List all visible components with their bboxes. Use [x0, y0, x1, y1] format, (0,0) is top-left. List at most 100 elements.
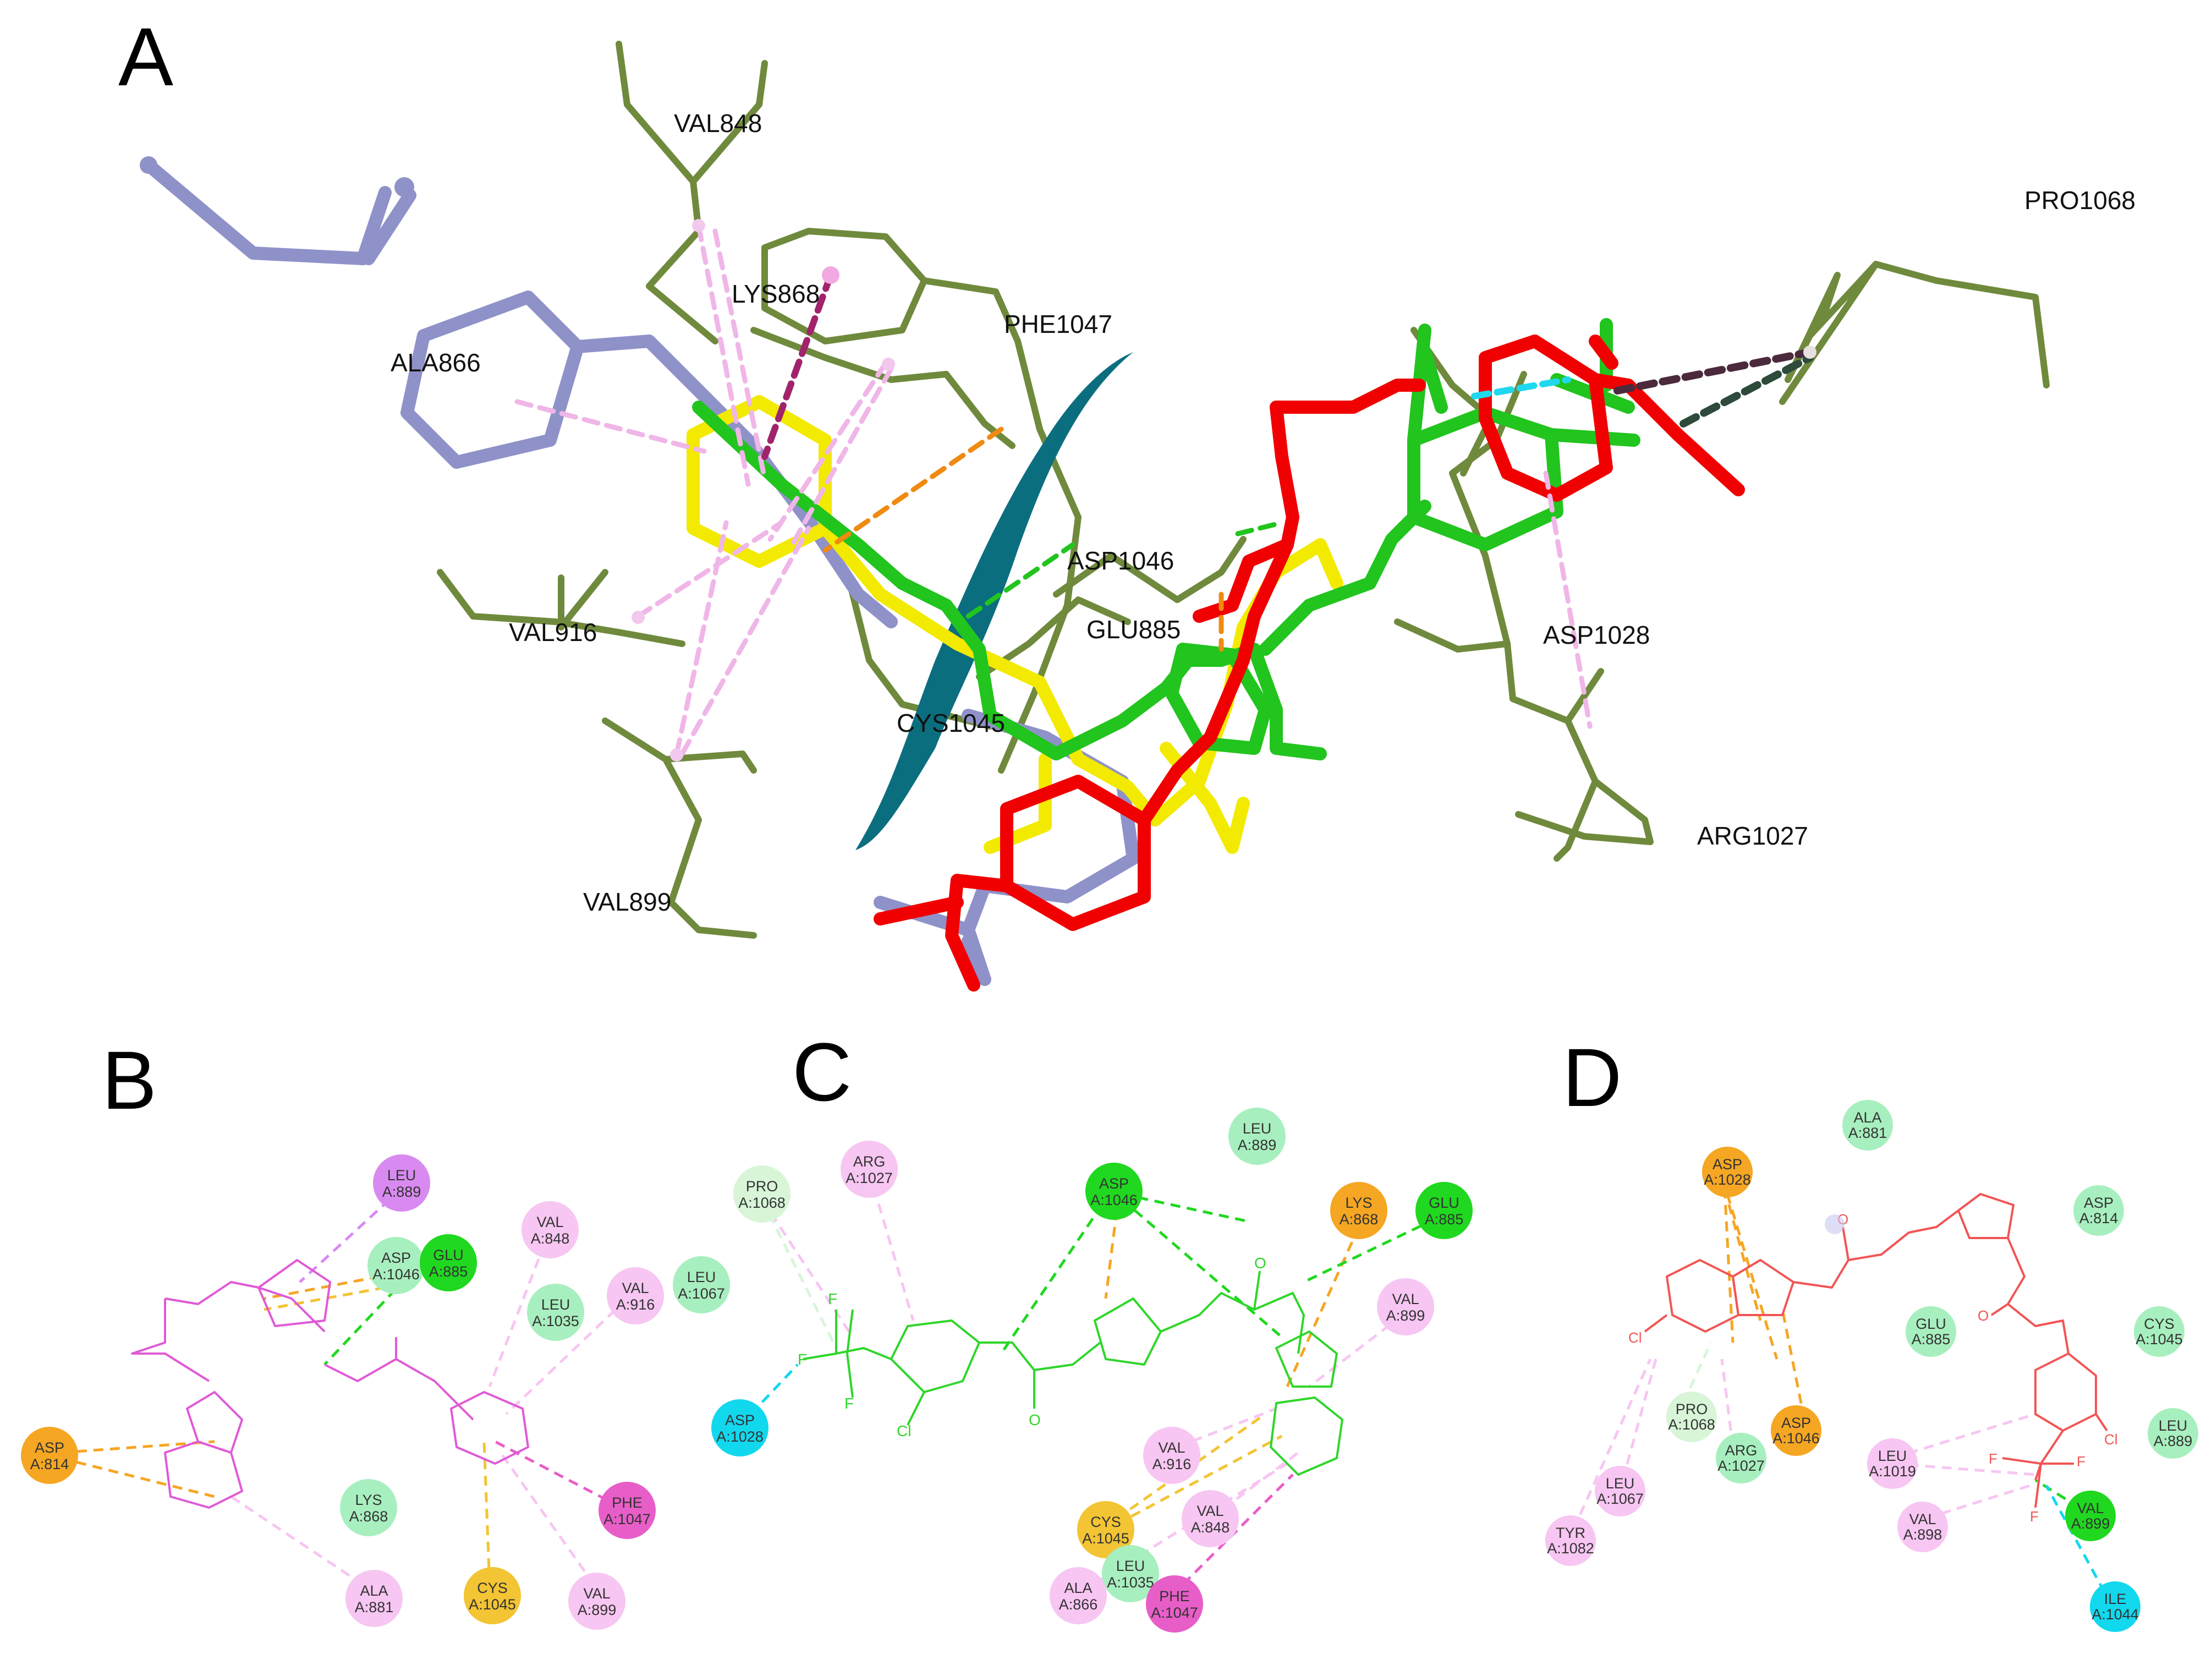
svg-text:LEU: LEU: [687, 1269, 716, 1285]
svg-text:ASP: ASP: [1781, 1415, 1811, 1431]
ligand-c-linker: [1160, 1270, 1261, 1333]
red-tail-2: [874, 896, 964, 925]
dash-cyan: [1471, 376, 1571, 399]
red-arm-1: [1589, 335, 1618, 370]
ligand-yellow: [687, 395, 1343, 854]
ligand-b-amide: [131, 1299, 210, 1382]
interaction-dashes-d: [1572, 1188, 2114, 1608]
ligand-d-phenyl: [2034, 1352, 2097, 1432]
svg-text:A:866: A:866: [1059, 1596, 1098, 1613]
green-upper: [1259, 500, 1431, 656]
atom-o: O: [1254, 1255, 1266, 1272]
svg-text:LEU: LEU: [2159, 1417, 2188, 1434]
atom-labels-c: F F F Cl O O: [798, 1255, 1266, 1439]
ligand-d-urea: [2007, 1237, 2070, 1354]
svg-text:LEU: LEU: [1606, 1475, 1635, 1492]
dash-b-val916: [505, 1297, 628, 1415]
dash-pink-2: [696, 223, 751, 487]
svg-text:LEU: LEU: [541, 1296, 570, 1313]
svg-text:VAL: VAL: [622, 1280, 649, 1296]
dash-d-leu1019: [1892, 1412, 2036, 1460]
centroid-2: [692, 219, 705, 232]
atom-d-cl-1: Cl: [1628, 1329, 1642, 1346]
dash-c-asp1046-c: [1121, 1198, 1283, 1338]
ligand-b-triazole: [257, 1259, 331, 1327]
svg-text:ALA: ALA: [1853, 1109, 1881, 1126]
ligand-green: [692, 318, 1640, 760]
red-ring-2: [1479, 335, 1613, 502]
ligand-d-cl-bond: [1644, 1314, 1668, 1333]
centroid-5: [670, 748, 683, 762]
atom-cl: Cl: [897, 1422, 911, 1439]
red-ring-1: [1000, 775, 1151, 931]
panel-d: D: [1545, 1031, 2198, 1632]
dash-c-asp1046-d: [1104, 1210, 1118, 1299]
svg-text:ASP: ASP: [1099, 1175, 1129, 1192]
label-asp1028: ASP1028: [1543, 621, 1650, 649]
ligand-b: [131, 1259, 529, 1509]
svg-text:A:1082: A:1082: [1547, 1540, 1594, 1557]
red-lower: [1193, 538, 1294, 623]
residue-phe1047-ring: [761, 228, 927, 344]
purple-linker: [571, 335, 898, 628]
dash-pink-4: [767, 360, 888, 542]
dash-orange-1: [822, 426, 1004, 553]
purple-tail-double: [362, 189, 416, 265]
svg-text:A:889: A:889: [1238, 1137, 1277, 1153]
dash-pink-1: [514, 399, 707, 454]
dash-d-asp1028-a: [1723, 1188, 1762, 1321]
dash-b-val899: [499, 1452, 596, 1586]
svg-text:A:899: A:899: [2071, 1515, 2110, 1532]
dash-d-leu1067: [1621, 1359, 1657, 1481]
panel-letter-b: B: [102, 1034, 157, 1126]
ligand-c-amide: [1254, 1292, 1305, 1354]
dash-c-asp1028: [750, 1363, 799, 1415]
svg-text:A:1047: A:1047: [1151, 1604, 1198, 1621]
label-arg1027: ARG1027: [1697, 821, 1808, 850]
dash-pink-5: [789, 366, 894, 547]
ligand-b-thiazole: [186, 1391, 243, 1454]
svg-text:A:1067: A:1067: [678, 1285, 725, 1302]
svg-text:A:881: A:881: [1848, 1125, 1887, 1141]
ligand-d-thiadiazole: [1957, 1193, 2015, 1239]
dash-dark-1: [1613, 348, 1814, 395]
ligand-d: [1644, 1193, 2108, 1508]
svg-text:A:885: A:885: [429, 1263, 468, 1280]
atom-d-o-2: O: [1978, 1307, 1989, 1324]
ligand-c-cf3: [803, 1347, 892, 1360]
dash-d-asp1046: [1781, 1309, 1806, 1420]
dash-b-asp1046-a: [264, 1275, 380, 1300]
svg-text:PRO: PRO: [1676, 1401, 1708, 1417]
svg-text:CYS: CYS: [477, 1580, 508, 1596]
svg-text:VAL: VAL: [1909, 1511, 1936, 1527]
yellow-ring-2: [1160, 742, 1250, 854]
svg-text:VAL: VAL: [1392, 1291, 1419, 1307]
ligand-b-benzo: [164, 1441, 243, 1509]
panel-letter-d: D: [1562, 1031, 1622, 1124]
svg-text:A:848: A:848: [1191, 1519, 1230, 1536]
svg-text:LYS: LYS: [355, 1492, 382, 1508]
svg-text:A:899: A:899: [578, 1602, 617, 1618]
dash-c-cys1045-a: [1116, 1434, 1283, 1526]
green-chain: [1050, 643, 1327, 760]
residue-asp1028-sticks: [1394, 618, 1604, 724]
panel-c: C: [711, 1026, 1473, 1633]
residue-val848-branch: [646, 178, 718, 344]
